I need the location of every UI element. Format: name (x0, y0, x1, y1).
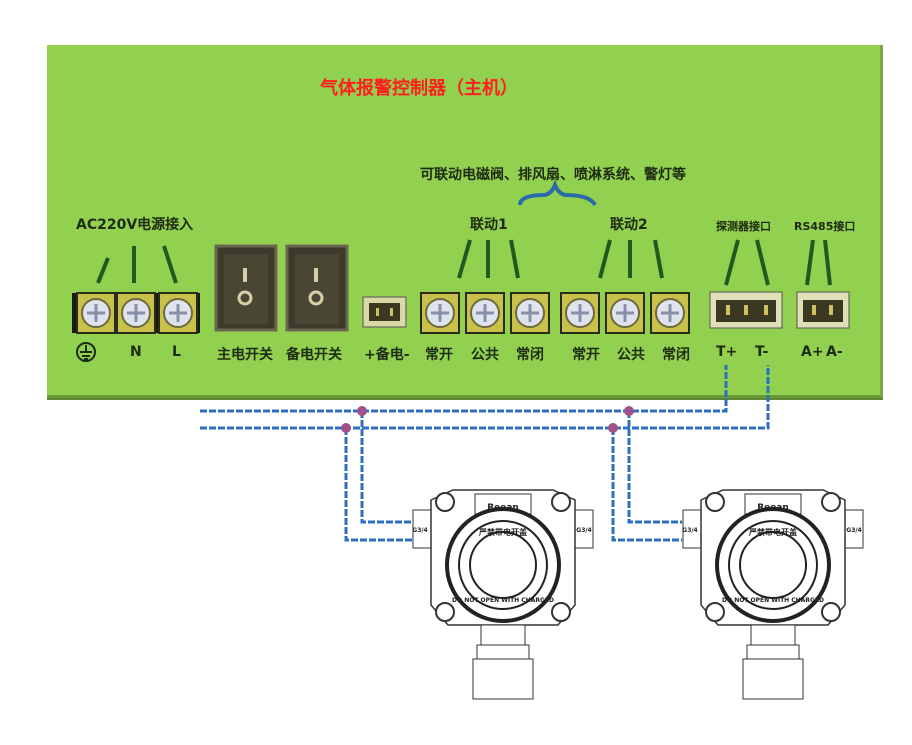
terminal-label-n: N (130, 344, 142, 360)
a-plus-label: A+ (801, 344, 824, 360)
rs485-port-label: RS485接口 (794, 220, 856, 233)
bus-wires (200, 365, 770, 542)
linkage1-com-label: 公共 (471, 347, 499, 363)
detector1-thread-right: G3/4 (576, 527, 591, 534)
linkage1-com-screw (464, 291, 506, 335)
detector2-thread-right: G3/4 (846, 527, 861, 534)
terminal-label-l: L (172, 344, 181, 360)
t-minus-label: T- (755, 344, 769, 360)
terminal-leads (96, 239, 832, 286)
wire-junctions (341, 406, 634, 433)
linkage2-label: 联动2 (610, 217, 648, 233)
linkage1-nc-label: 常闭 (516, 347, 544, 363)
detector-port-label: 探测器接口 (716, 220, 771, 233)
detector2-warning-en: DO NOT OPEN WITH CHARGED (722, 597, 824, 604)
detector1-warning-en: DO NOT OPEN WITH CHARGED (452, 597, 554, 604)
linkage2-com-label: 公共 (617, 347, 645, 363)
linkage2-nc-label: 常闭 (662, 347, 690, 363)
main-switch-label: 主电开关 (217, 347, 273, 363)
linkage-note: 可联动电磁阀、排风扇、喷淋系统、警灯等 (420, 167, 686, 183)
linkage2-com-screw (604, 291, 646, 335)
terminal-screw-l (157, 291, 199, 335)
terminal-screw-earth (75, 291, 117, 335)
linkage2-no-label: 常开 (572, 347, 600, 363)
detector-port-connector (709, 291, 783, 329)
earth-icon (76, 342, 96, 362)
linkage1-nc-screw (509, 291, 551, 335)
gas-detector-2 (681, 488, 865, 701)
backup-power-label: +备电- (364, 347, 410, 363)
main-switch[interactable] (214, 244, 278, 332)
terminal-screw-n (115, 291, 157, 335)
t-plus-label: T+ (716, 344, 738, 360)
detector2-brand: Reean (757, 503, 789, 513)
linkage1-no-label: 常开 (425, 347, 453, 363)
detector2-thread-left: G3/4 (682, 527, 697, 534)
linkage2-nc-screw (649, 291, 691, 335)
rs485-connector (796, 291, 850, 329)
detector1-thread-left: G3/4 (412, 527, 427, 534)
linkage2-no-screw (559, 291, 601, 335)
gas-detector-1 (411, 488, 595, 701)
power-input-label: AC220V电源接入 (76, 217, 194, 233)
linkage1-label: 联动1 (470, 217, 508, 233)
backup-switch[interactable] (285, 244, 349, 332)
linkage-brace (518, 179, 597, 207)
detector2-warning-cn: 严禁带电开盖 (748, 527, 797, 537)
detector1-brand: Reean (487, 503, 519, 513)
backup-switch-label: 备电开关 (286, 347, 342, 363)
linkage1-no-screw (419, 291, 461, 335)
a-minus-label: A- (826, 344, 843, 360)
controller-title: 气体报警控制器（主机） (320, 78, 518, 99)
controller-panel (47, 45, 883, 398)
detector1-warning-cn: 严禁带电开盖 (478, 527, 527, 537)
backup-power-connector (362, 296, 407, 328)
